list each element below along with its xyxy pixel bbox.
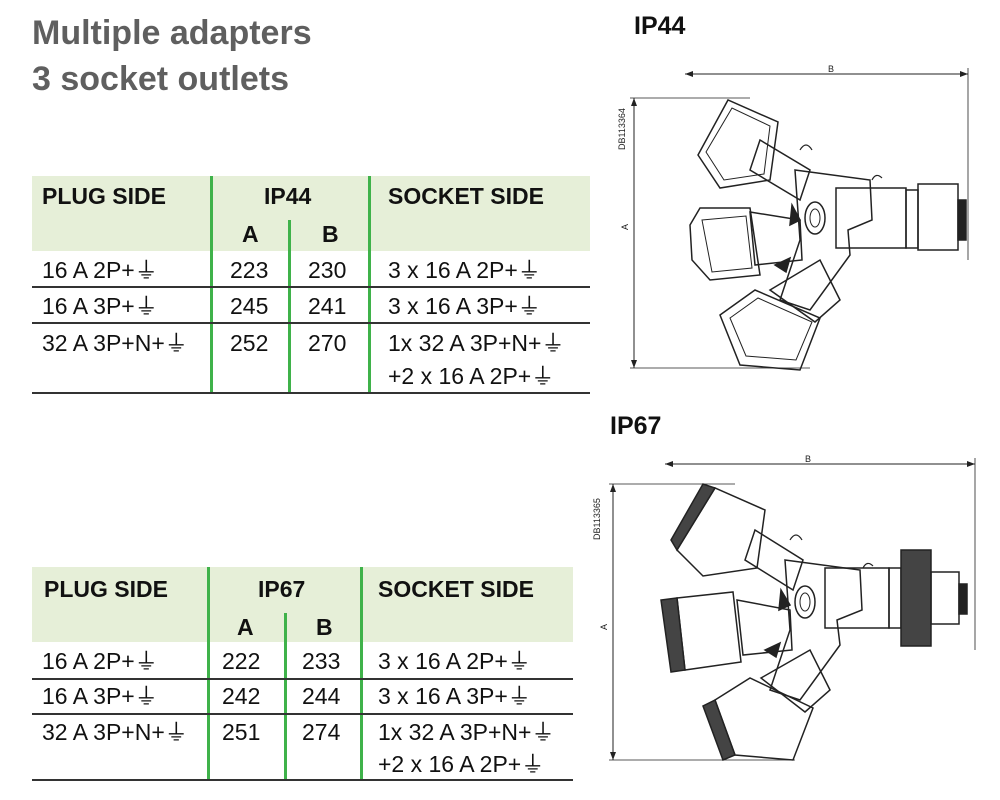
column-divider <box>210 176 213 394</box>
cell-dim-b: 233 <box>302 648 341 674</box>
row-divider <box>32 286 590 288</box>
cell-socket-line-2: +2 x 16 A 2P+⏚ <box>388 363 555 389</box>
header-dim-a: A <box>237 614 254 640</box>
header-plug-side: PLUG SIDE <box>44 576 168 602</box>
header-ip-rating: IP67 <box>258 576 306 602</box>
row-divider <box>32 322 590 324</box>
header-ip-rating: IP44 <box>264 183 312 209</box>
dimension-b-label: B <box>828 64 834 74</box>
header-dim-a: A <box>242 221 259 247</box>
column-divider <box>284 613 287 781</box>
drawing-ref-code: DB113364 <box>617 108 627 150</box>
cell-dim-b: 244 <box>302 683 341 709</box>
table-header-background <box>32 176 590 251</box>
ip44-adapter-drawing: DB113364 B A <box>610 60 990 380</box>
header-dim-b: B <box>322 221 339 247</box>
column-divider <box>288 220 291 394</box>
cell-socket: 3 x 16 A 2P+⏚ <box>378 648 531 674</box>
ip44-adapter-svg: DB113364 B A <box>617 64 969 371</box>
drawing-ref-code: DB113365 <box>592 498 602 540</box>
column-divider <box>368 176 371 394</box>
header-dim-b: B <box>316 614 333 640</box>
header-socket-side: SOCKET SIDE <box>378 576 534 602</box>
cell-dim-b: 274 <box>302 719 341 745</box>
header-socket-side: SOCKET SIDE <box>388 183 544 209</box>
cell-socket: 3 x 16 A 2P+⏚ <box>388 257 541 283</box>
row-divider <box>32 392 590 394</box>
cell-socket-line-2: +2 x 16 A 2P+⏚ <box>378 751 545 777</box>
column-divider <box>360 567 363 781</box>
cell-dim-a: 251 <box>222 719 261 745</box>
ip44-section-label: IP44 <box>634 12 686 40</box>
cell-dim-b: 230 <box>308 257 347 283</box>
cell-dim-a: 223 <box>230 257 269 283</box>
ip67-adapter-svg: DB113365 B A <box>592 454 976 761</box>
cell-socket: 3 x 16 A 3P+⏚ <box>388 293 541 319</box>
cell-dim-b: 241 <box>308 293 347 319</box>
dimension-a-label: A <box>599 624 609 630</box>
ip67-adapter-drawing: DB113365 B A <box>585 450 985 770</box>
page-title-line-1: Multiple adapters <box>32 14 312 52</box>
cell-dim-a: 252 <box>230 330 269 356</box>
cell-socket: 1x 32 A 3P+N+⏚ <box>378 719 555 745</box>
table-header-background <box>32 567 573 642</box>
page-title: Multiple adapters 3 socket outlets <box>32 10 312 102</box>
cell-plug: 16 A 3P+⏚ <box>42 293 158 319</box>
cell-plug: 16 A 2P+⏚ <box>42 648 158 674</box>
cell-dim-a: 242 <box>222 683 261 709</box>
row-divider <box>32 678 573 680</box>
column-divider <box>207 567 210 781</box>
header-plug-side: PLUG SIDE <box>42 183 166 209</box>
row-divider <box>32 779 573 781</box>
row-divider <box>32 713 573 715</box>
dimension-a-label: A <box>620 224 630 230</box>
cell-plug: 16 A 3P+⏚ <box>42 683 158 709</box>
cell-plug: 16 A 2P+⏚ <box>42 257 158 283</box>
cell-plug: 32 A 3P+N+⏚ <box>42 330 188 356</box>
cell-plug: 32 A 3P+N+⏚ <box>42 719 188 745</box>
cell-dim-a: 222 <box>222 648 261 674</box>
cell-socket: 1x 32 A 3P+N+⏚ <box>388 330 565 356</box>
ip67-section-label: IP67 <box>610 412 662 440</box>
dimension-b-label: B <box>805 454 811 464</box>
cell-dim-b: 270 <box>308 330 347 356</box>
page-title-line-2: 3 socket outlets <box>32 60 289 98</box>
cell-dim-a: 245 <box>230 293 269 319</box>
cell-socket: 3 x 16 A 3P+⏚ <box>378 683 531 709</box>
